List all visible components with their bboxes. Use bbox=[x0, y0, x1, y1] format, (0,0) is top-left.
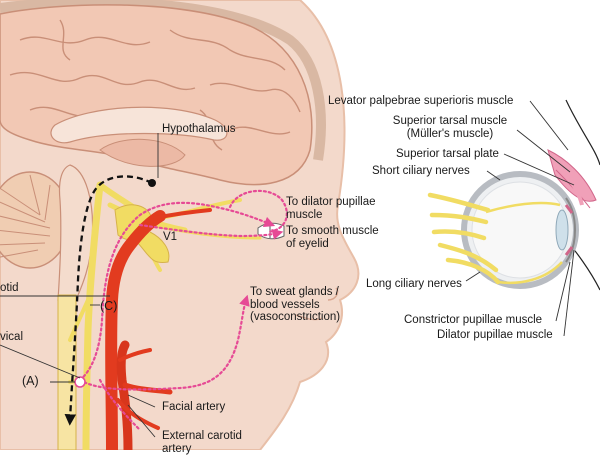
label-hypothalamus: Hypothalamus bbox=[162, 123, 236, 135]
label-constrictor-pupillae: Constrictor pupillae muscle bbox=[404, 314, 543, 326]
pathway-first-order bbox=[64, 175, 153, 426]
nostril bbox=[327, 287, 339, 301]
marker-a: (A) bbox=[22, 374, 39, 388]
carotid-arteries bbox=[105, 208, 212, 450]
hypothalamus-node bbox=[148, 179, 156, 187]
ear-hint bbox=[295, 314, 323, 321]
label-facial-artery: Facial artery bbox=[162, 401, 226, 413]
leader-lines-left bbox=[0, 133, 159, 438]
thalamus bbox=[99, 138, 186, 167]
label-dilator-pupillae: To dilator pupillae muscle bbox=[286, 196, 376, 221]
trigeminal-branch bbox=[134, 231, 170, 264]
label-sweat-glands: To sweat glands / blood vessels (vasocon… bbox=[250, 286, 341, 323]
label-smooth-eyelid: To smooth muscle of eyelid bbox=[286, 225, 379, 250]
label-carotid: otid bbox=[0, 282, 19, 294]
label-external-carotid: External carotid artery bbox=[162, 430, 242, 455]
skull-band bbox=[0, 0, 326, 161]
label-cervical: vical bbox=[0, 331, 24, 343]
corpus-callosum bbox=[50, 106, 228, 144]
label-dilator-pupillae-muscle: Dilator pupillae muscle bbox=[437, 329, 553, 341]
label-superior-tarsal-muscle: Superior tarsal muscle (Müller's muscle) bbox=[392, 115, 508, 140]
pathway-sympathetic bbox=[78, 189, 288, 432]
marker-c: (C) bbox=[100, 299, 118, 313]
label-v1: V1 bbox=[163, 231, 178, 243]
label-superior-tarsal-plate: Superior tarsal plate bbox=[396, 148, 499, 160]
eye-cross-section bbox=[427, 99, 600, 291]
label-short-ciliary: Short ciliary nerves bbox=[372, 165, 470, 177]
label-levator: Levator palpebrae superioris muscle bbox=[328, 95, 514, 107]
leader-lines-right bbox=[465, 100, 575, 337]
cervical-ganglion bbox=[74, 376, 86, 388]
label-long-ciliary: Long ciliary nerves bbox=[366, 278, 462, 290]
